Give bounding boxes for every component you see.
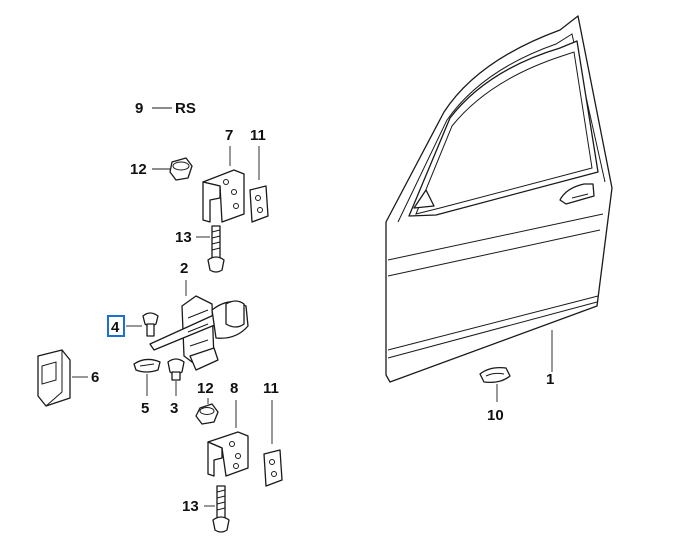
lower-nut[interactable] — [195, 403, 219, 425]
callout-13-bottom[interactable]: 13 — [182, 498, 199, 515]
hinge-pin[interactable] — [167, 358, 185, 381]
check-strap-bolt[interactable] — [142, 312, 159, 337]
lower-hinge-shim-plate[interactable] — [263, 449, 283, 487]
callout-7[interactable]: 7 — [225, 127, 233, 144]
callout-1[interactable]: 1 — [546, 371, 554, 388]
callout-2[interactable]: 2 — [180, 260, 188, 277]
callout-4[interactable]: 4 — [111, 319, 120, 336]
stop-buffer[interactable] — [37, 349, 71, 407]
upper-hinge-shim-plate[interactable] — [249, 185, 269, 223]
callout-12-top[interactable]: 12 — [130, 161, 147, 178]
callout-13-top[interactable]: 13 — [175, 229, 192, 246]
upper-hinge-bolt[interactable] — [207, 225, 225, 273]
callout-5[interactable]: 5 — [141, 400, 149, 417]
clip[interactable] — [133, 358, 161, 373]
upper-nut[interactable] — [169, 157, 193, 181]
door-check-strap[interactable] — [149, 295, 249, 371]
callout-12-bottom[interactable]: 12 — [197, 380, 214, 397]
drain-plug[interactable] — [479, 366, 511, 384]
callout-8[interactable]: 8 — [230, 380, 238, 397]
door-shell[interactable] — [385, 15, 613, 383]
upper-hinge-bracket[interactable] — [202, 169, 245, 223]
callout-11-top[interactable]: 11 — [250, 127, 266, 144]
callout-10[interactable]: 10 — [487, 407, 504, 424]
callout-3[interactable]: 3 — [170, 400, 178, 417]
callout-4-highlight — [107, 315, 125, 337]
callout-rs[interactable]: RS — [175, 100, 196, 117]
callout-9[interactable]: 9 — [135, 100, 143, 117]
callout-6[interactable]: 6 — [91, 369, 99, 386]
callout-11-bottom[interactable]: 11 — [263, 380, 279, 397]
lower-hinge-bolt[interactable] — [212, 485, 230, 533]
lower-hinge-bracket[interactable] — [207, 431, 249, 477]
